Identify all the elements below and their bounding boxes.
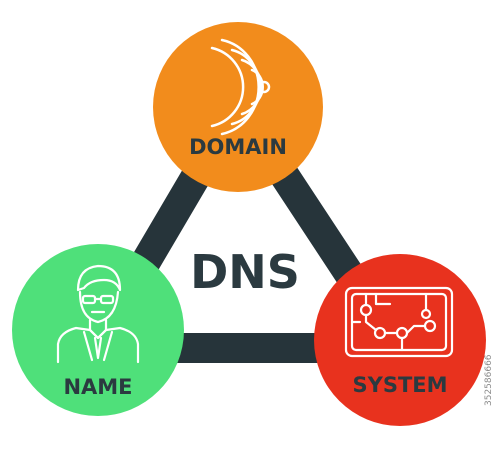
system-node: SYSTEM [314,254,486,426]
businessman-icon [56,264,140,364]
system-label: SYSTEM [352,373,447,397]
system-circle [314,254,486,426]
name-label: NAME [63,375,132,399]
domain-label: DOMAIN [189,135,287,159]
triangle-connector [68,76,426,363]
wifi-signal-icon [210,38,271,136]
circuit-board-icon [344,286,454,358]
stock-id-text: 352586666 [484,354,494,406]
name-circle [12,244,184,416]
domain-node: DOMAIN [153,22,323,192]
name-node: NAME [12,244,184,416]
center-label-dns: DNS [190,245,300,299]
